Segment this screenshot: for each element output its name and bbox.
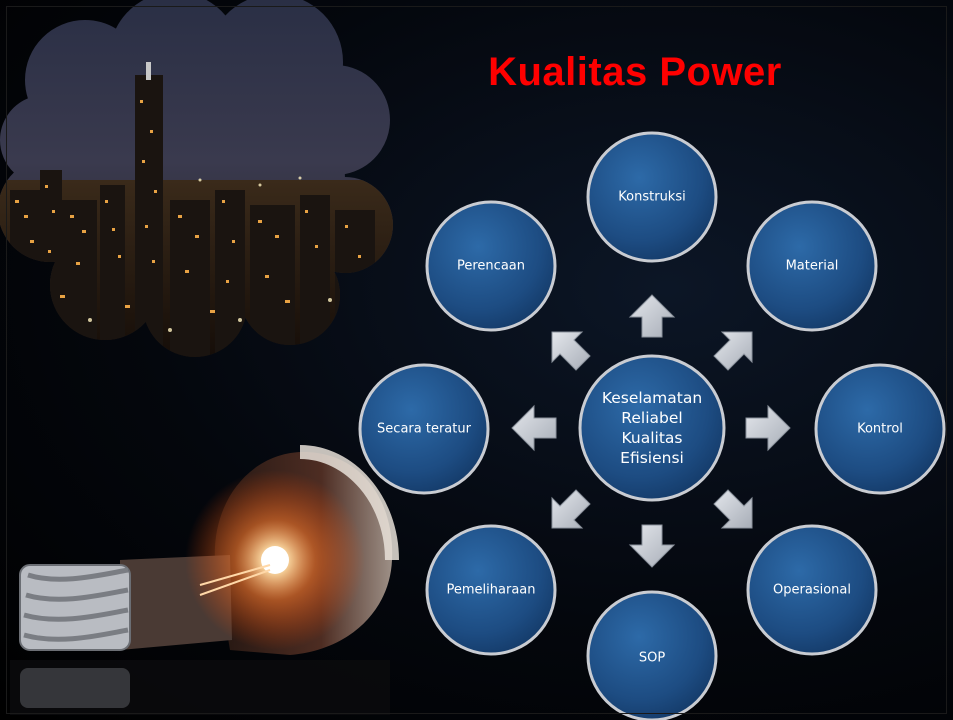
slide-title: Kualitas Power [488, 50, 782, 94]
arrow-up-icon [628, 294, 676, 338]
center-line: Keselamatan [601, 389, 703, 407]
diagram-arrows [511, 294, 791, 568]
node-circle-kontrol [814, 363, 946, 495]
arrow-down-left-icon [551, 489, 591, 529]
node-circle-operasional [746, 524, 878, 656]
node-circle-konstruksi [586, 131, 718, 263]
node-circle-secara-teratur [358, 363, 490, 495]
node-circle-sop [586, 590, 718, 720]
node-label-secara-teratur: Secara teratur [377, 421, 471, 437]
node-circle-pemeliharaan [425, 524, 557, 656]
node-label-kontrol: Kontrol [857, 421, 903, 437]
center-circle [578, 354, 726, 502]
city-night-photo [0, 0, 393, 357]
center-line: Kualitas [621, 429, 683, 447]
center-line: Efisiensi [620, 449, 684, 467]
node-label-sop: SOP [638, 650, 666, 666]
arrow-right-icon [745, 404, 791, 452]
diagram-circles [358, 131, 946, 720]
node-circle-material [746, 200, 878, 332]
center-label: Keselamatan Reliabel Kualitas Efisiensi [602, 388, 702, 468]
arrow-up-left-icon [551, 331, 591, 371]
light-bulb-illustration [10, 445, 399, 715]
node-label-konstruksi: Konstruksi [618, 189, 686, 205]
node-label-perencaan: Perencaan [457, 258, 525, 274]
arrow-down-right-icon [713, 489, 753, 529]
node-label-material: Material [785, 258, 839, 274]
center-line: Reliabel [621, 409, 683, 427]
arrow-left-icon [511, 404, 557, 452]
node-circle-perencaan [425, 200, 557, 332]
node-label-operasional: Operasional [773, 582, 851, 598]
arrow-down-icon [628, 524, 676, 568]
arrow-up-right-icon [713, 331, 753, 371]
node-label-pemeliharaan: Pemeliharaan [446, 582, 536, 598]
